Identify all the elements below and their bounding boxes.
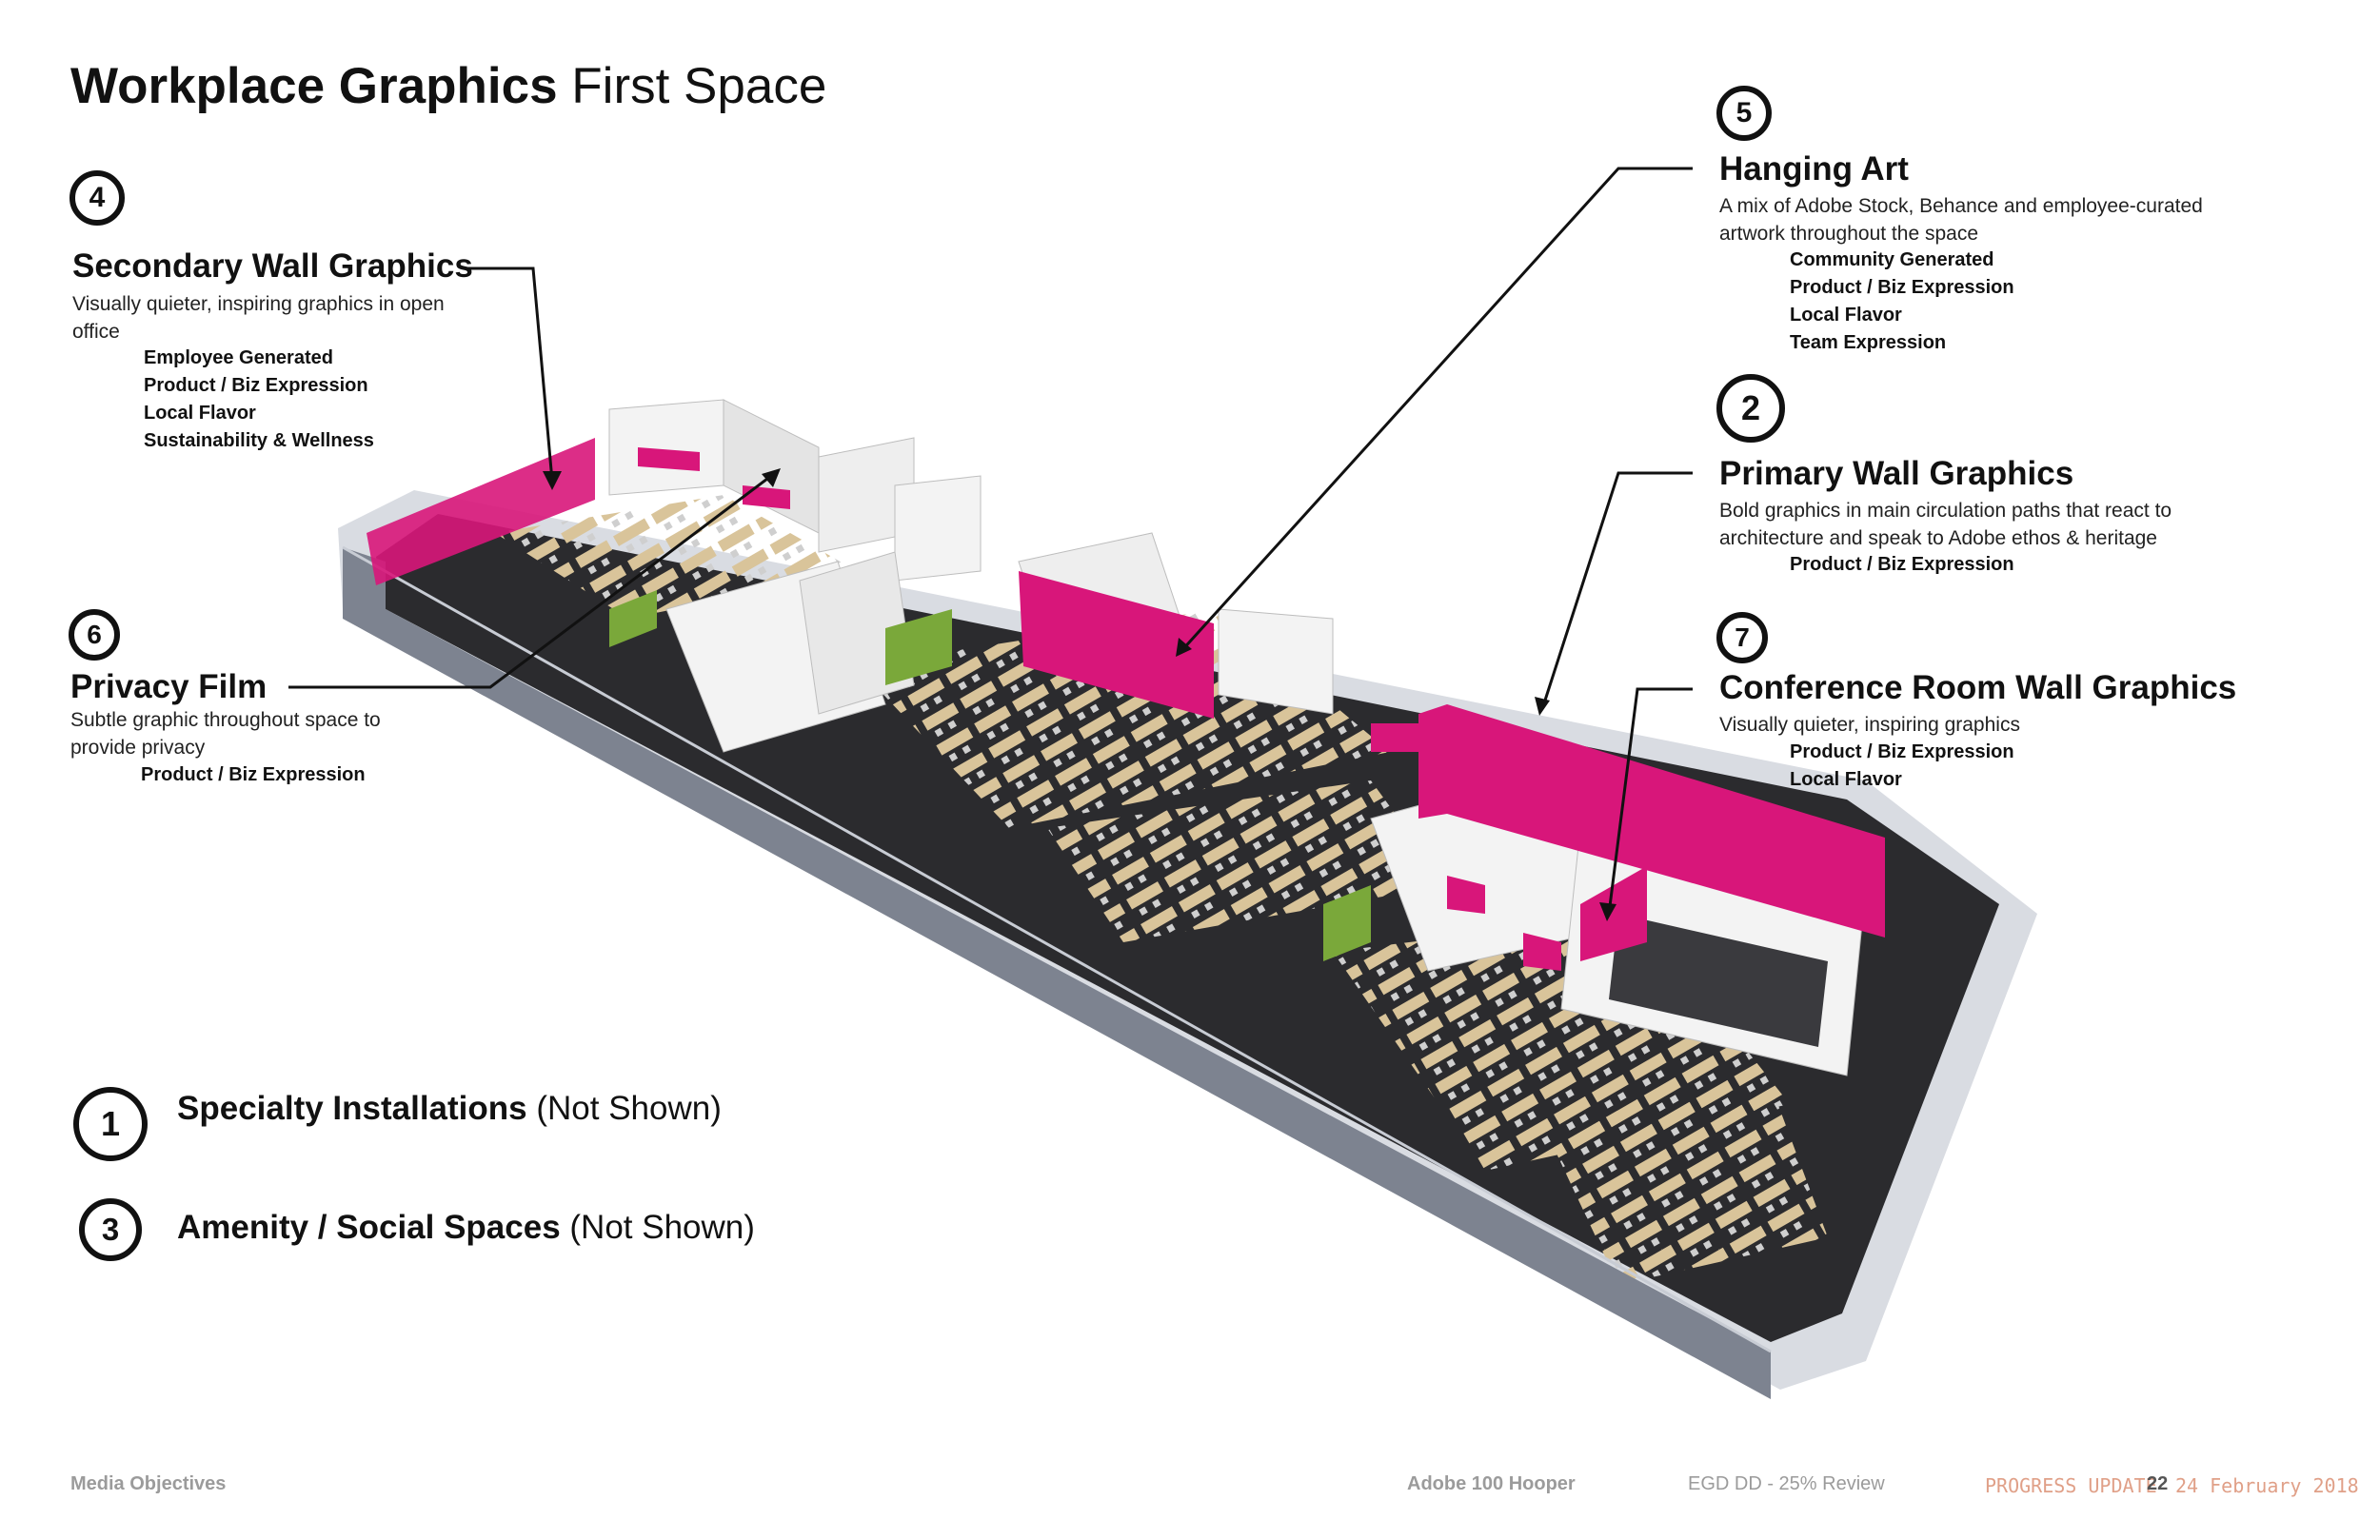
section-7-description: Visually quieter, inspiring graphics (1719, 714, 2020, 736)
glass-facade (342, 545, 1772, 1399)
page-title-bold: Workplace Graphics (70, 58, 558, 114)
item-3-note: (Not Shown) (569, 1209, 755, 1246)
green-shelving (609, 590, 1371, 961)
tag: Product / Biz Expression (144, 375, 368, 396)
footer-progress-update: PROGRESS UPDATE (1985, 1474, 2157, 1497)
item-1-title: Specialty Installations (177, 1090, 527, 1127)
section-5-description: A mix of Adobe Stock, Behance and employ… (1719, 195, 2203, 245)
item-1-label: Specialty Installations (Not Shown) (177, 1090, 722, 1128)
tag: Local Flavor (1790, 769, 1902, 790)
section-5-number-badge: 5 (1716, 86, 1772, 141)
section-4-tags: Employee Generated Product / Biz Express… (144, 345, 374, 455)
footer-page-number: 22 (2147, 1473, 2169, 1494)
section-6-description: Subtle graphic throughout space to provi… (70, 709, 381, 759)
section-5-tags: Community Generated Product / Biz Expres… (1790, 247, 2014, 357)
tag: Team Expression (1790, 332, 1947, 353)
tag: Sustainability & Wellness (144, 430, 374, 451)
section-2-number-badge: 2 (1716, 374, 1785, 443)
magenta-wall-graphics (367, 438, 1885, 971)
section-6-number-badge: 6 (69, 609, 120, 661)
section-6-tags: Product / Biz Expression (141, 761, 366, 789)
section-7-tags: Product / Biz Expression Local Flavor (1790, 739, 2014, 794)
item-1-number-badge: 1 (73, 1087, 148, 1161)
tag: Product / Biz Expression (1790, 741, 2014, 762)
section-5-heading: Hanging Art (1719, 150, 1909, 188)
footer-section-label: Media Objectives (70, 1473, 227, 1494)
tag: Employee Generated (144, 347, 333, 368)
callout-leader-lines (288, 167, 1693, 915)
footer-date: 24 February 2018 (2175, 1474, 2359, 1497)
item-3-number-badge: 3 (79, 1198, 142, 1261)
page-title: Workplace Graphics First Space (70, 58, 827, 114)
section-2-heading: Primary Wall Graphics (1719, 455, 2074, 492)
section-4-number-badge: 4 (69, 170, 125, 226)
section-7-heading: Conference Room Wall Graphics (1719, 669, 2237, 706)
section-4-heading: Secondary Wall Graphics (72, 247, 473, 285)
tag: Local Flavor (144, 403, 256, 424)
section-6-heading: Privacy Film (70, 668, 268, 705)
section-2-tags: Product / Biz Expression (1790, 551, 2014, 579)
item-1-note: (Not Shown) (536, 1090, 722, 1127)
item-3-title: Amenity / Social Spaces (177, 1209, 561, 1246)
footer-project-name: Adobe 100 Hooper (1407, 1473, 1576, 1494)
section-4-description: Visually quieter, inspiring graphics in … (72, 293, 445, 343)
callout-arrowheads (543, 468, 1616, 921)
footer-review-label: EGD DD - 25% Review (1688, 1473, 1885, 1494)
section-7-number-badge: 7 (1716, 612, 1768, 663)
tag: Product / Biz Expression (1790, 554, 2014, 575)
tag: Community Generated (1790, 249, 1994, 270)
tag: Local Flavor (1790, 305, 1902, 326)
section-2-description: Bold graphics in main circulation paths … (1719, 500, 2172, 549)
tag: Product / Biz Expression (141, 764, 366, 785)
item-3-label: Amenity / Social Spaces (Not Shown) (177, 1209, 755, 1247)
tag: Product / Biz Expression (1790, 277, 2014, 298)
page-title-light: First Space (571, 58, 827, 114)
